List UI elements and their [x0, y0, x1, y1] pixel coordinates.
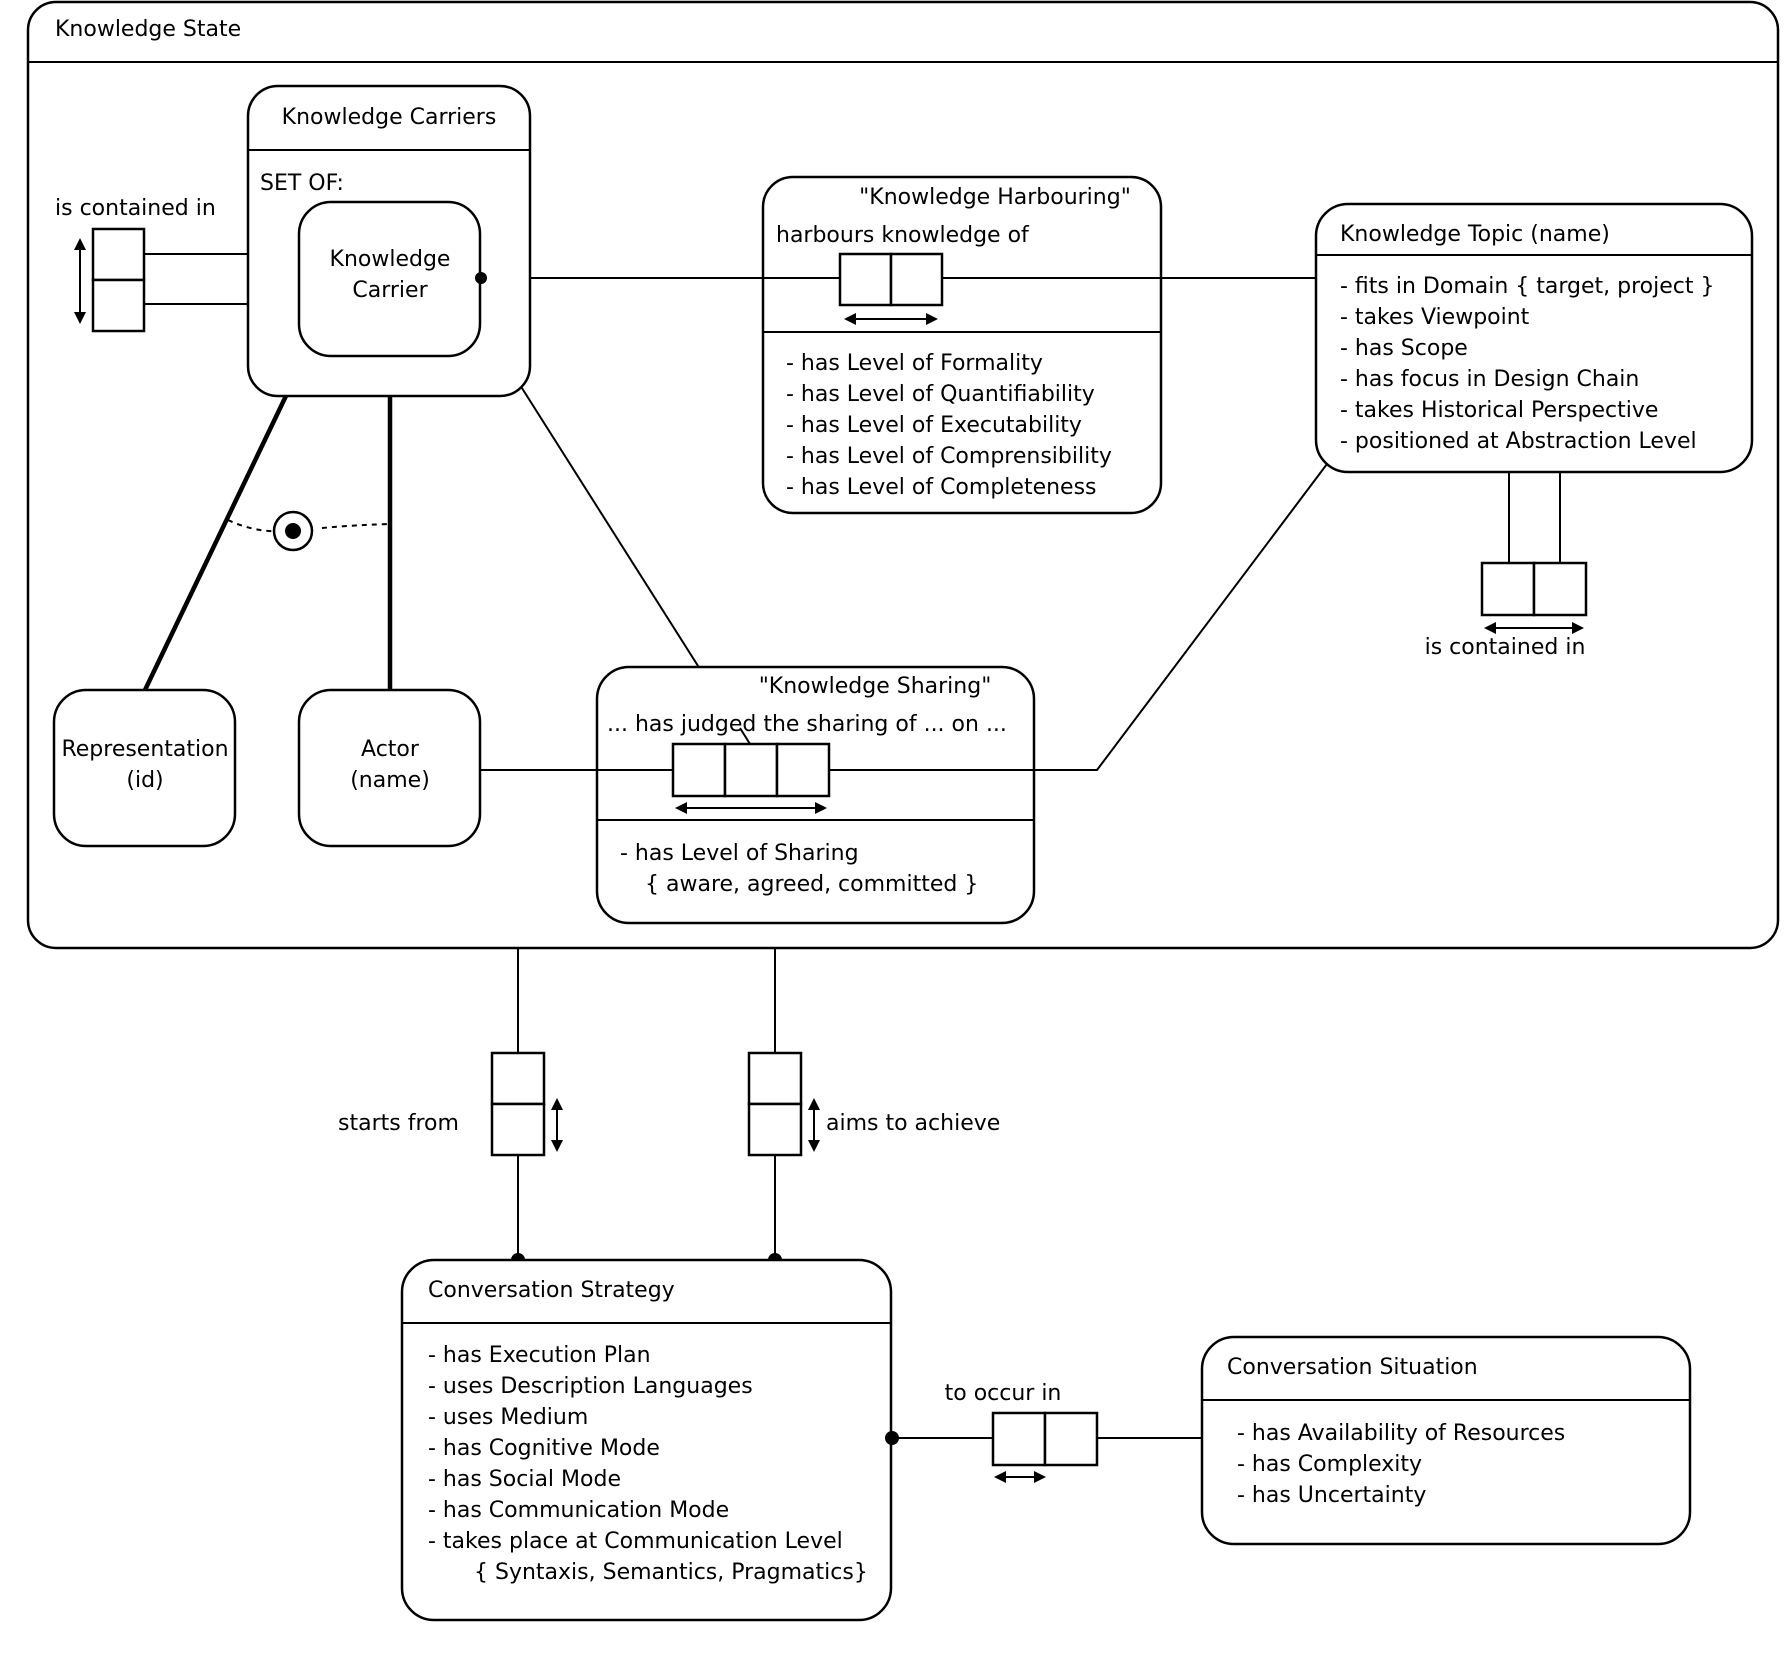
topic-attr-1: - takes Viewpoint — [1340, 305, 1530, 330]
starts-from-label: starts from — [338, 1111, 459, 1136]
exclusion-symbol — [272, 510, 314, 552]
strategy-attr-4: - has Social Mode — [428, 1467, 621, 1492]
situation-attr-1: - has Complexity — [1237, 1452, 1422, 1477]
is-contained-in-left: is contained in — [55, 196, 216, 333]
knowledge-carrier-line1: Knowledge — [330, 247, 451, 272]
actor-line2: (name) — [350, 768, 430, 793]
representation-line1: Representation — [61, 737, 228, 762]
situation-attr-0: - has Availability of Resources — [1237, 1421, 1565, 1446]
knowledge-harbouring-relation: harbours knowledge of — [776, 223, 1030, 248]
strategy-attr-0: - has Execution Plan — [428, 1343, 651, 1368]
conversation-situation-box: Conversation Situation - has Availabilit… — [1200, 1335, 1692, 1546]
harbouring-attr-1: - has Level of Quantifiability — [786, 382, 1095, 407]
aims-to-achieve-relation: aims to achieve — [747, 1051, 1000, 1267]
knowledge-sharing-title: "Knowledge Sharing" — [759, 674, 992, 699]
knowledge-harbouring-box: "Knowledge Harbouring" harbours knowledg… — [761, 175, 1163, 515]
is-contained-in-right-label: is contained in — [1425, 635, 1586, 660]
harbouring-attr-0: - has Level of Formality — [786, 351, 1043, 376]
strategy-attr-7: { Syntaxis, Semantics, Pragmatics} — [474, 1560, 868, 1585]
knowledge-carrier-line2: Carrier — [352, 278, 428, 303]
actor-box: Actor (name) — [297, 688, 482, 848]
knowledge-sharing-box: "Knowledge Sharing" ... has judged the s… — [595, 665, 1036, 925]
conversation-strategy-title: Conversation Strategy — [428, 1278, 675, 1303]
topic-attr-2: - has Scope — [1340, 336, 1468, 361]
sharing-attr-1: { aware, agreed, committed } — [645, 872, 978, 897]
representation-arrow — [142, 346, 311, 691]
strategy-attr-5: - has Communication Mode — [428, 1498, 729, 1523]
carrier-connector-dot — [475, 272, 487, 284]
strategy-attr-6: - takes place at Communication Level — [428, 1529, 843, 1554]
representation-box: Representation (id) — [52, 688, 237, 848]
strategy-connector-dot — [885, 1431, 899, 1445]
representation-line2: (id) — [126, 768, 163, 793]
is-contained-in-left-label: is contained in — [55, 196, 216, 221]
knowledge-harbouring-title: "Knowledge Harbouring" — [859, 185, 1131, 210]
knowledge-topic-box: Knowledge Topic (name) - fits in Domain … — [1314, 202, 1754, 474]
strategy-attr-3: - has Cognitive Mode — [428, 1436, 660, 1461]
actor-line1: Actor — [361, 737, 420, 762]
knowledge-carrier-box: Knowledge Carrier — [297, 200, 482, 358]
to-occur-in-label: to occur in — [945, 1381, 1062, 1406]
sharing-attr-0: - has Level of Sharing — [620, 841, 859, 866]
set-of-label: SET OF: — [260, 171, 344, 196]
is-contained-in-right: is contained in — [1425, 561, 1588, 660]
knowledge-carriers-title: Knowledge Carriers — [282, 105, 497, 130]
knowledge-sharing-relation: ... has judged the sharing of ... on ... — [607, 712, 1007, 737]
topic-attr-5: - positioned at Abstraction Level — [1340, 429, 1697, 454]
conversation-situation-title: Conversation Situation — [1227, 1355, 1478, 1380]
harbouring-attr-4: - has Level of Completeness — [786, 475, 1097, 500]
situation-attr-2: - has Uncertainty — [1237, 1483, 1426, 1508]
topic-attr-0: - fits in Domain { target, project } — [1340, 274, 1715, 299]
topic-attr-4: - takes Historical Perspective — [1340, 398, 1658, 423]
conversation-strategy-box: Conversation Strategy - has Execution Pl… — [400, 1258, 893, 1622]
topic-attr-3: - has focus in Design Chain — [1340, 367, 1639, 392]
strategy-attr-1: - uses Description Languages — [428, 1374, 753, 1399]
starts-from-relation: starts from — [338, 1051, 563, 1267]
to-occur-in-relation: to occur in — [945, 1381, 1099, 1483]
harbouring-attr-3: - has Level of Comprensibility — [786, 444, 1112, 469]
aims-to-achieve-label: aims to achieve — [826, 1111, 1000, 1136]
knowledge-topic-title: Knowledge Topic (name) — [1340, 222, 1610, 247]
knowledge-state-title: Knowledge State — [55, 17, 241, 42]
strategy-attr-2: - uses Medium — [428, 1405, 588, 1430]
harbouring-attr-2: - has Level of Executability — [786, 413, 1082, 438]
